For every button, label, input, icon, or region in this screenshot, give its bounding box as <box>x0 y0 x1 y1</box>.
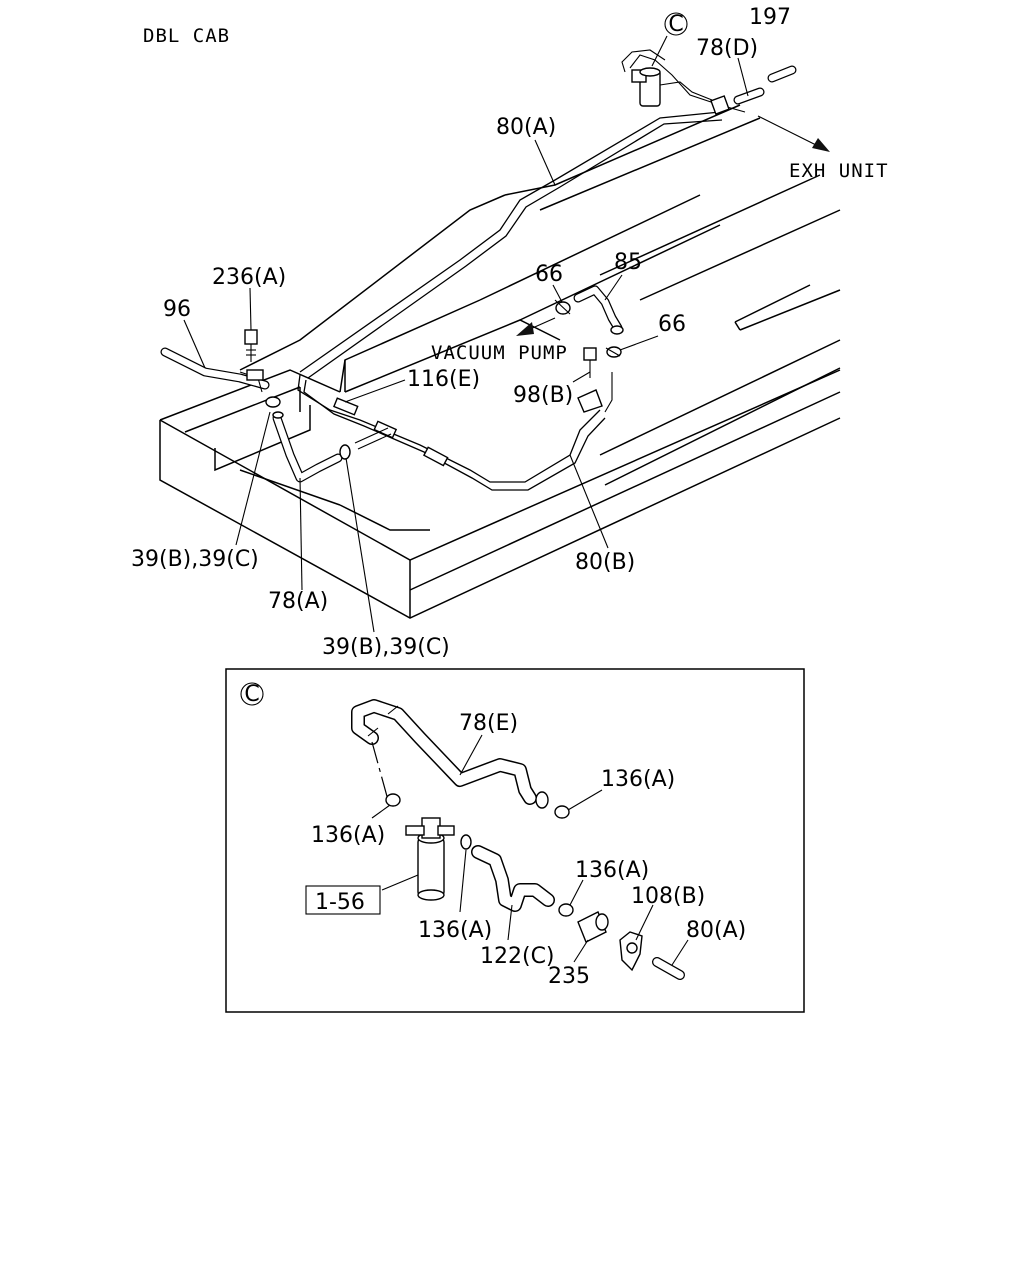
vacuum-pipe-80b <box>297 374 606 491</box>
hose-96 <box>160 347 270 393</box>
callout-80a: 80(A) <box>496 115 556 140</box>
callout-235: 235 <box>548 964 590 989</box>
callout-78a: 78(A) <box>268 589 328 614</box>
callout-78e: 78(E) <box>459 711 518 736</box>
detail-c-box <box>225 668 805 1013</box>
clamp-66-left <box>554 299 571 315</box>
clamp-136a-lower <box>558 903 574 917</box>
vacuum-pipe-80a <box>299 111 723 379</box>
pipe-235 <box>577 911 609 943</box>
clamp-136a-upper-left <box>385 793 401 807</box>
callout-66-left: 66 <box>535 262 563 287</box>
vacuum-pump-arrow <box>516 317 556 336</box>
canister-1-56 <box>405 817 455 901</box>
callout-39bc-left: 39(B),39(C) <box>131 547 259 572</box>
bracket-108b <box>619 931 643 972</box>
bolt-98b <box>577 347 613 413</box>
detail-c-ref: C <box>244 682 259 707</box>
callout-80a-detail: 80(A) <box>686 918 746 943</box>
clamp-136a-upper-right <box>554 805 570 819</box>
callout-136a-right: 136(A) <box>601 767 675 792</box>
exh-unit-label: EXH UNIT <box>789 160 889 182</box>
hose-122c <box>471 845 555 912</box>
callout-98b: 98(B) <box>513 383 573 408</box>
callout-136a-mid: 136(A) <box>418 918 492 943</box>
leader-lines <box>183 35 749 633</box>
detail-c-marker <box>664 12 688 36</box>
clamp-136a-mid <box>460 834 472 850</box>
callout-136a-left: 136(A) <box>311 823 385 848</box>
callout-197: 197 <box>749 5 791 30</box>
callout-122c: 122(C) <box>480 944 555 969</box>
callout-236a: 236(A) <box>212 265 286 290</box>
callout-39bc-bottom: 39(B),39(C) <box>322 635 450 660</box>
callout-108b: 108(B) <box>631 884 705 909</box>
cab-type-label: DBL CAB <box>143 25 230 47</box>
vacuum-pump-label: VACUUM PUMP <box>431 342 568 364</box>
callout-85: 85 <box>614 250 642 275</box>
detail-leader-lines <box>371 734 689 966</box>
detail-c-box-marker <box>240 682 264 706</box>
hose-85 <box>573 285 624 335</box>
pipe-connector-116e <box>333 397 449 467</box>
callout-1-56: 1-56 <box>315 890 365 915</box>
tank-assembly-c <box>621 49 746 115</box>
ref-box-1-56 <box>305 885 381 915</box>
pipe-80a-detail <box>652 957 685 980</box>
callout-116e: 116(E) <box>407 367 480 392</box>
clamp-66-right <box>605 346 622 358</box>
callout-136a-lower: 136(A) <box>575 858 649 883</box>
bolt-236a <box>244 329 258 362</box>
hose-78d <box>733 87 765 105</box>
callout-80b: 80(B) <box>575 550 635 575</box>
hose-78e <box>351 699 549 809</box>
callout-78d: 78(D) <box>696 36 758 61</box>
callout-96: 96 <box>163 297 191 322</box>
hose-78a <box>265 396 351 483</box>
exh-unit-arrow <box>757 115 830 152</box>
pipe-197 <box>767 65 797 83</box>
detail-ref-label: C <box>668 12 683 37</box>
callout-66-right: 66 <box>658 312 686 337</box>
